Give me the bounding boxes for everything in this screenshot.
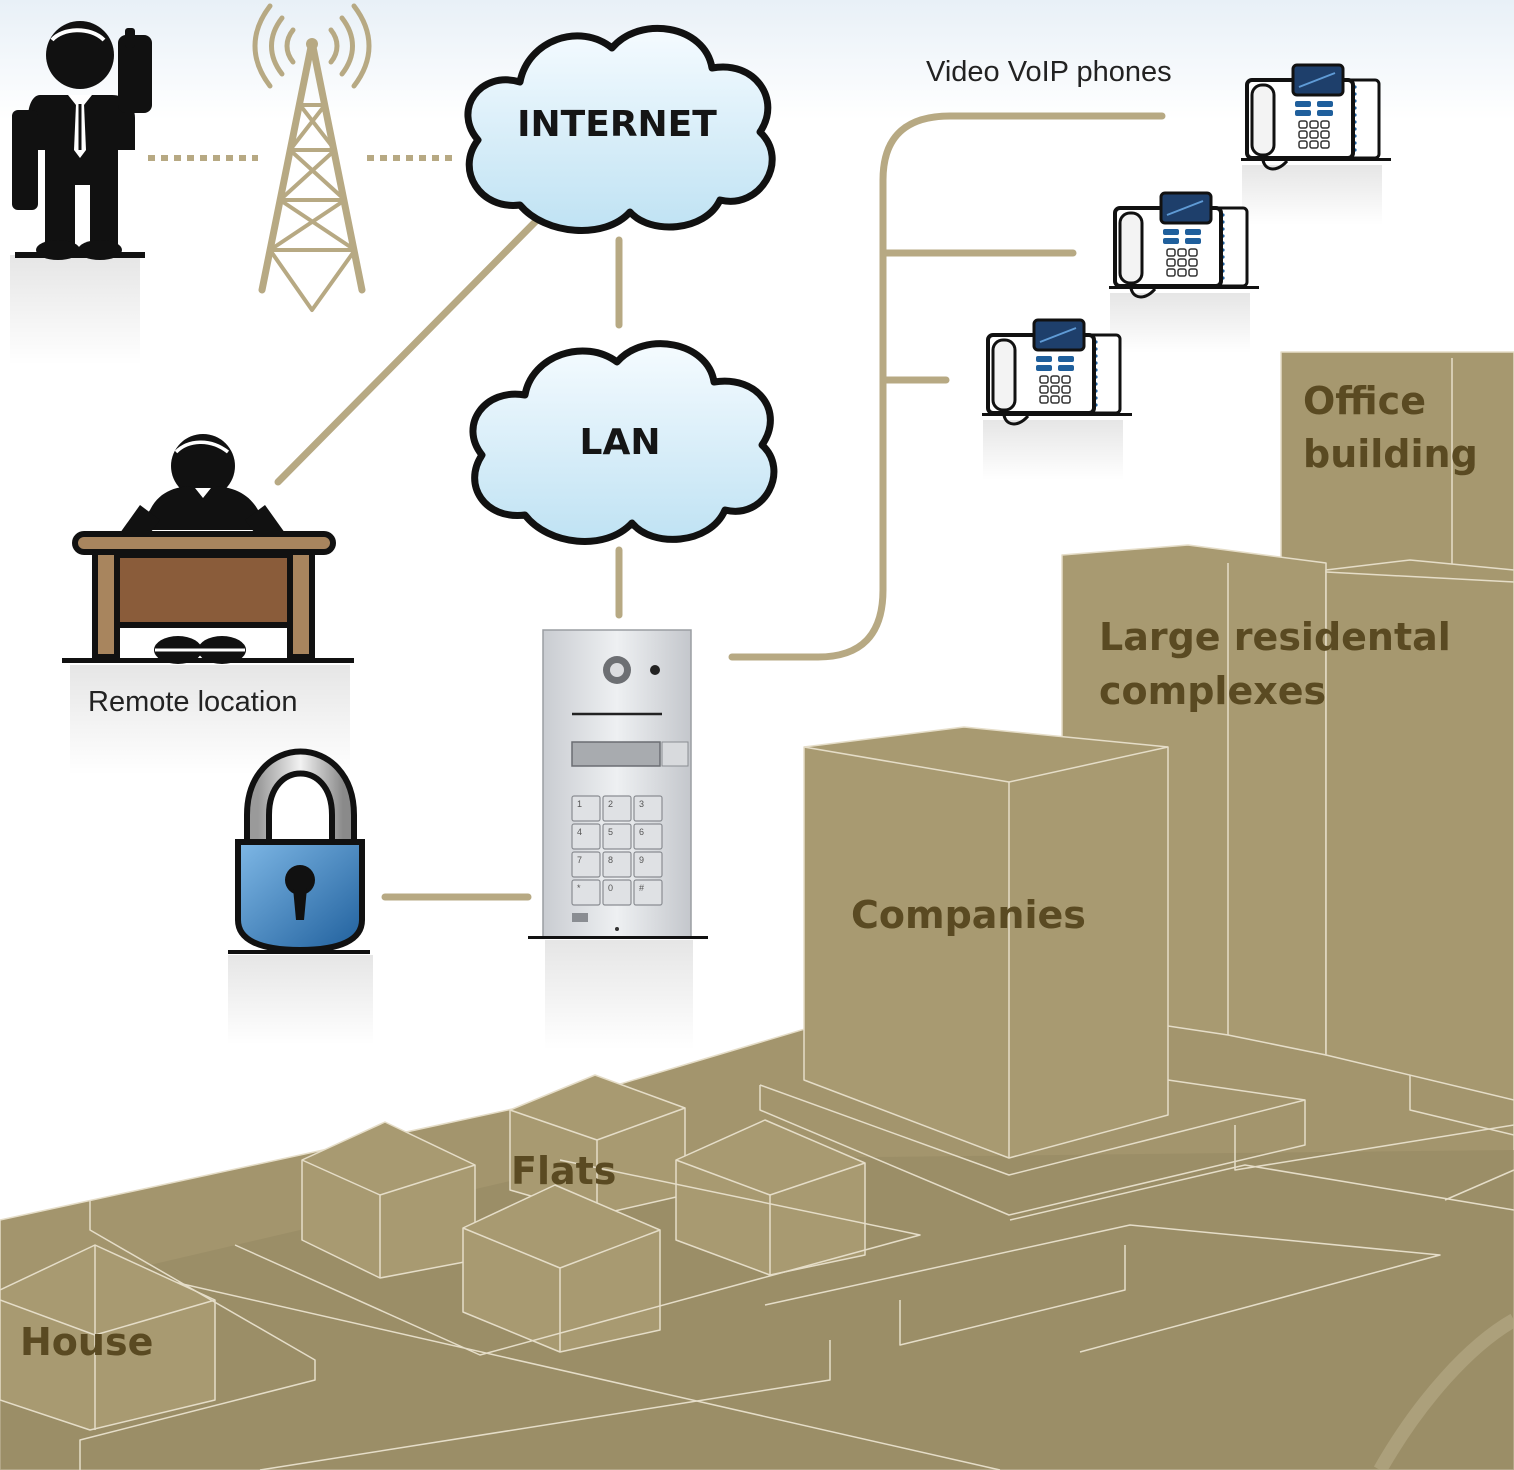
house-shape (0, 1200, 316, 1470)
keypad-key (571, 795, 601, 822)
lan-cloud-label: LAN (579, 422, 661, 463)
keypad-key-label: 2 (608, 799, 613, 809)
office-building-label-line1: Office (1303, 379, 1426, 423)
door-intercom-icon: 1 2 3 4 5 6 7 8 9 * 0 # (528, 629, 708, 1050)
keypad-key-label: 8 (608, 855, 613, 865)
connection-lines (148, 112, 1166, 901)
keypad-key-label: 6 (639, 827, 644, 837)
keypad-key (571, 879, 601, 906)
office-building-label-line2: building (1303, 432, 1478, 476)
radio-tower-icon (252, 3, 372, 312)
keypad-key-label: 9 (639, 855, 644, 865)
keypad-key (602, 795, 632, 822)
keypad-key-label: 1 (577, 799, 582, 809)
internet-cloud-label: INTERNET (517, 104, 717, 145)
keypad-key (571, 823, 601, 850)
voip-phone-icon (1241, 63, 1391, 225)
voip-phones (982, 63, 1391, 480)
keypad: 1 2 3 4 5 6 7 8 9 * 0 # (571, 795, 663, 906)
flats-label: Flats (511, 1149, 617, 1193)
lan-cloud-icon (469, 340, 778, 545)
keypad-key (602, 823, 632, 850)
voip-phone-icon (1109, 191, 1259, 353)
keypad-key-label: * (577, 883, 581, 893)
mobile-user-icon (10, 21, 152, 365)
keypad-key-label: # (639, 883, 644, 893)
keypad-key-label: 0 (608, 883, 613, 893)
keypad-key-label: 4 (577, 827, 582, 837)
voip-phone-icon (982, 318, 1132, 480)
remote-location-caption: Remote location (88, 686, 298, 718)
keypad-key (633, 795, 663, 822)
companies-label: Companies (851, 893, 1086, 937)
keypad-key (571, 851, 601, 878)
keypad-key (602, 851, 632, 878)
flats-shape (164, 1074, 1514, 1470)
house-label: House (20, 1320, 154, 1364)
voip-phones-caption: Video VoIP phones (926, 56, 1172, 88)
keypad-key (602, 879, 632, 906)
keypad-key-label: 5 (608, 827, 613, 837)
ground-curve (1373, 1313, 1514, 1470)
keypad-key (633, 879, 663, 906)
residential-label-line2: complexes (1099, 669, 1327, 713)
internet-cloud-icon (464, 24, 776, 234)
keypad-key-label: 7 (577, 855, 582, 865)
padlock-icon (228, 748, 373, 1045)
keypad-key (633, 823, 663, 850)
keypad-key (633, 851, 663, 878)
desk-user-icon (62, 434, 354, 775)
residential-label-line1: Large residental (1099, 615, 1451, 659)
companies-building-shape (759, 726, 1514, 1216)
keypad-key-label: 3 (639, 799, 644, 809)
